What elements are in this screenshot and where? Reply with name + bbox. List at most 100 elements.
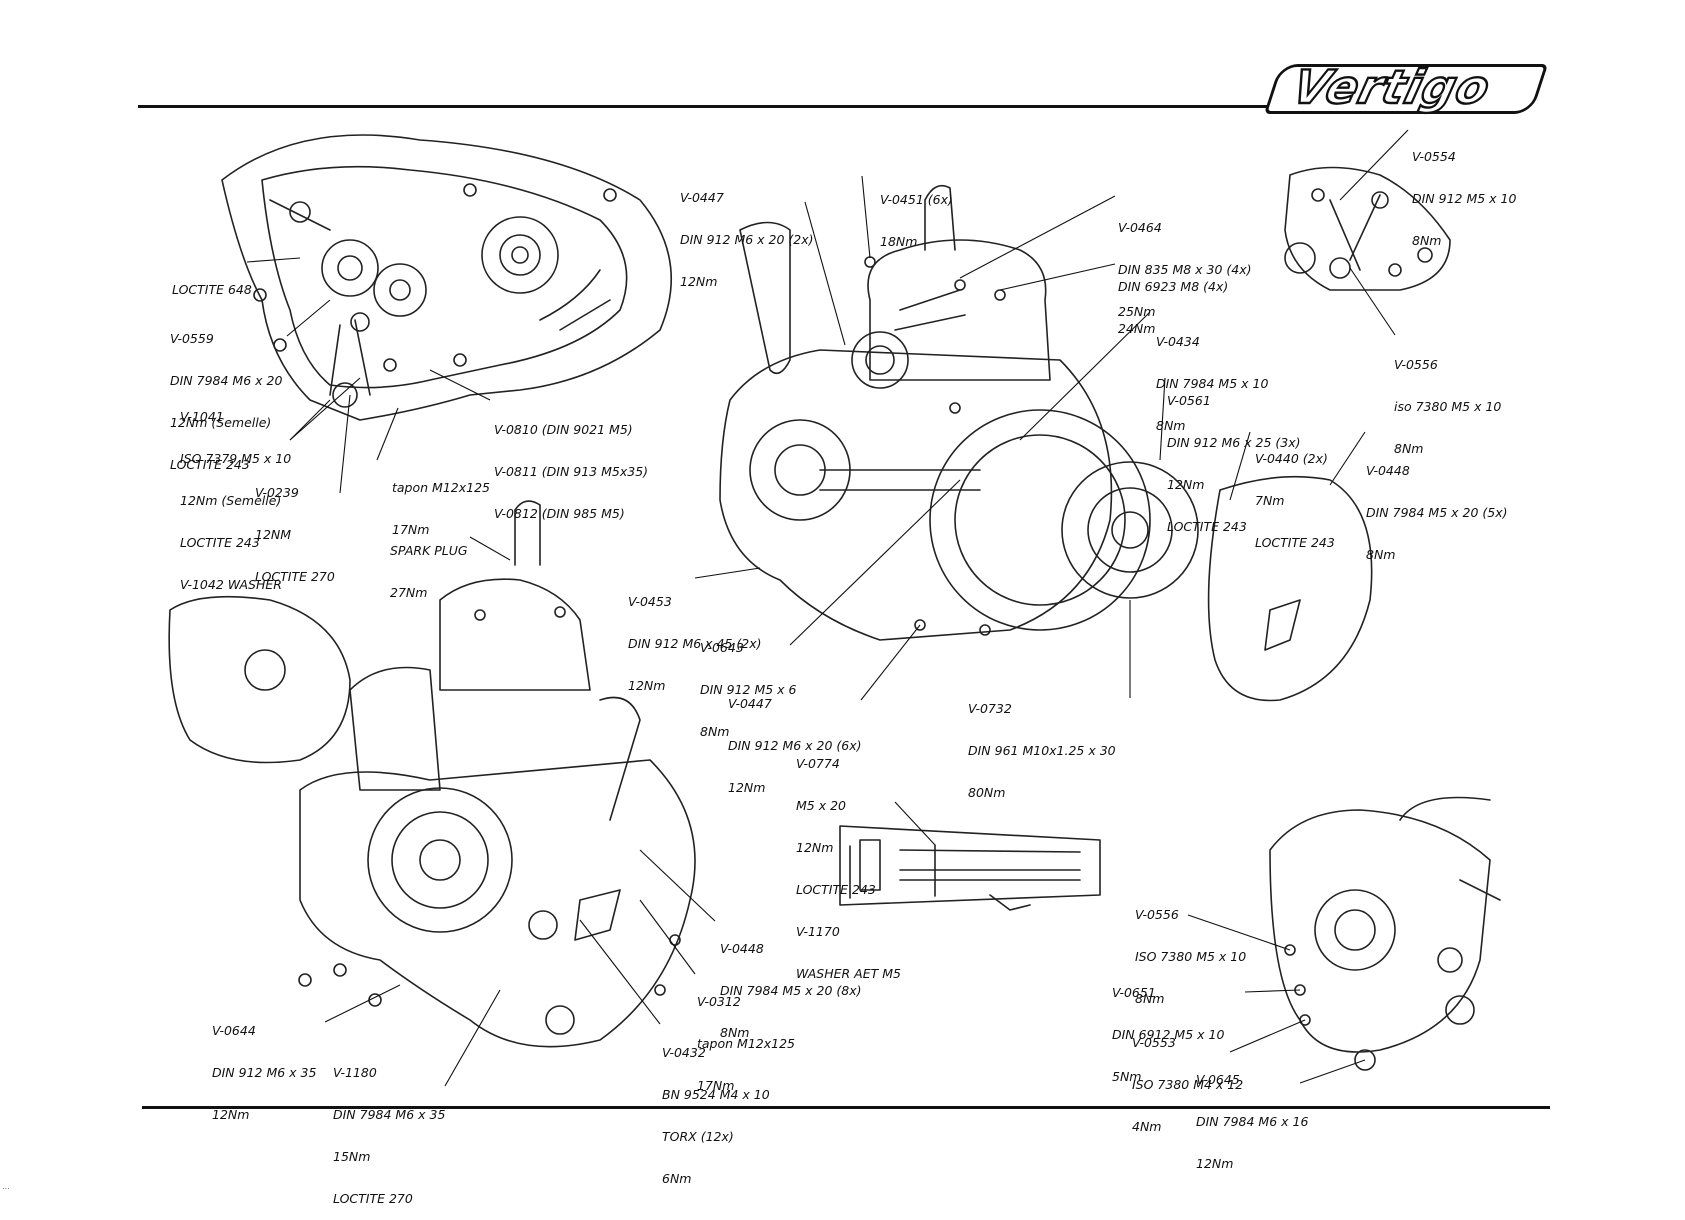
label-v0464: V-0464 DIN 835 M8 x 30 (4x) 25Nm [1118, 193, 1252, 333]
label-line: 8Nm [700, 724, 730, 739]
label-line: 8Nm [720, 1025, 750, 1040]
label-line: 24Nm [1118, 321, 1156, 336]
label-line: V-0651 [1112, 985, 1156, 1000]
label-v0451: V-0451 (6x) 18Nm [880, 165, 953, 263]
label-line: DIN 912 M6 x 35 [212, 1065, 317, 1080]
label-line: iso 7380 M5 x 10 [1394, 399, 1502, 414]
label-v0644: V-0644 DIN 912 M6 x 35 12Nm [212, 996, 316, 1136]
label-v0447-mid: V-0447 DIN 912 M6 x 20 (6x) 12Nm [728, 669, 862, 809]
label-line: 17Nm [392, 522, 430, 537]
label-line: 7Nm [1255, 493, 1285, 508]
label-v0810: V-0810 (DIN 9021 M5) V-0811 (DIN 913 M5x… [494, 395, 648, 535]
section-view-drawing [839, 825, 1101, 911]
label-line: DIN 6912 M5 x 10 [1112, 1027, 1225, 1042]
label-line: 4Nm [1132, 1119, 1162, 1134]
label-v0447-top: V-0447 DIN 912 M6 x 20 (2x) 12Nm [680, 163, 814, 303]
label-line: LOCTITE 243 [796, 882, 876, 897]
label-loctite-648: LOCTITE 648 [172, 255, 252, 311]
label-v0559: V-0559 DIN 7984 M6 x 20 12Nm (Semelle) L… [170, 304, 282, 486]
label-line: DIN 912 M5 x 6 [700, 682, 797, 697]
engine-rear-view-drawing [168, 500, 696, 1048]
label-line: 12Nm (Semelle) [180, 493, 282, 508]
label-line: LOCTITE 243 [180, 535, 260, 550]
label-line: DIN 835 M8 x 30 (4x) [1118, 262, 1252, 277]
label-line: 18Nm [880, 234, 918, 249]
label-line: V-1180 [333, 1065, 377, 1080]
label-v0239: V-0239 12NM LOCTITE 270 [255, 458, 335, 598]
label-line: V-0447 [728, 696, 772, 711]
label-line: V-0645 [1196, 1072, 1240, 1087]
label-line: LOCTITE 648 [172, 282, 252, 297]
label-line: V-0644 [212, 1023, 256, 1038]
label-spark-plug: SPARK PLUG 27Nm [390, 516, 468, 614]
label-line: WASHER AET M5 [796, 966, 901, 981]
label-v0432: V-0432 BN 9524 M4 x 10 TORX (12x) 6Nm [662, 1018, 770, 1200]
label-line: V-0451 (6x) [880, 192, 953, 207]
label-line: DIN 7984 M5 x 20 (8x) [720, 983, 862, 998]
label-v1041: V-1041 ISO 7379 M5 x 10 12Nm (Semelle) L… [180, 382, 291, 606]
assembled-engine-drawing [719, 184, 1373, 702]
label-line: 8Nm [1135, 991, 1165, 1006]
label-line: V-1041 [180, 409, 224, 424]
label-line: DIN 912 M6 x 20 (6x) [728, 738, 862, 753]
label-v0556-bottom: V-0556 ISO 7380 M5 x 10 8Nm [1135, 880, 1246, 1020]
label-line: 17Nm [697, 1078, 735, 1093]
label-v0651: V-0651 DIN 6912 M5 x 10 5Nm [1112, 958, 1224, 1098]
label-line: 27Nm [390, 585, 428, 600]
label-line: V-0554 [1412, 149, 1456, 164]
label-line: 12NM [255, 527, 292, 542]
label-line: V-0453 [628, 594, 672, 609]
label-v0554: V-0554 DIN 912 M5 x 10 8Nm [1412, 122, 1516, 262]
label-line: V-0432 [662, 1045, 706, 1060]
label-line: DIN 961 M10x1.25 x 30 [968, 743, 1116, 758]
label-line: DIN 912 M6 x 20 (2x) [680, 232, 814, 247]
label-line: LOCTITE 243 [1255, 535, 1335, 550]
label-v0732: V-0732 DIN 961 M10x1.25 x 30 80Nm [968, 674, 1116, 814]
footer-rule [142, 1106, 1550, 1109]
label-line: ISO 7379 M5 x 10 [180, 451, 292, 466]
label-line: V-0556 [1394, 357, 1438, 372]
label-v0643: V-0643 DIN 912 M5 x 6 8Nm [700, 613, 797, 753]
label-line: 8Nm [1156, 418, 1186, 433]
label-v0312: V-0312 tapon M12x125 17Nm [697, 967, 795, 1107]
label-line: V-0312 [697, 994, 741, 1009]
label-line: 12Nm [212, 1107, 250, 1122]
small-housing-drawing [1284, 166, 1451, 291]
label-line: 8Nm [1394, 441, 1424, 456]
label-line: DIN 6923 M8 (4x) [1118, 279, 1229, 294]
label-line: DIN 912 M5 x 10 [1412, 191, 1517, 206]
label-line: DIN 912 M6 x 25 (3x) [1167, 435, 1301, 450]
label-line: 15Nm [333, 1149, 371, 1164]
label-line: V-0643 [700, 640, 744, 655]
label-v0556-top: V-0556 iso 7380 M5 x 10 8Nm [1394, 330, 1501, 470]
label-v1180: V-1180 DIN 7984 M6 x 35 15Nm LOCTITE 270 [333, 1038, 445, 1220]
label-line: LOCTITE 243 [1167, 519, 1247, 534]
label-line: V-0448 [1366, 463, 1410, 478]
label-line: 12Nm (Semelle) [170, 415, 272, 430]
label-line: LOCTITE 270 [255, 569, 335, 584]
label-line: V-0239 [255, 485, 299, 500]
label-line: 12Nm [796, 840, 834, 855]
label-line: DIN 7984 M6 x 20 [170, 373, 283, 388]
label-line: V-0559 [170, 331, 214, 346]
label-line: V-0811 (DIN 913 M5x35) [494, 464, 649, 479]
label-line: TORX (12x) [662, 1129, 734, 1144]
label-line: V-0448 [720, 941, 764, 956]
crankcase-interior-drawing [221, 134, 673, 421]
label-line: 12Nm [1196, 1156, 1234, 1171]
label-line: ISO 7380 M4 x 12 [1132, 1077, 1244, 1092]
label-line: V-1170 [796, 924, 840, 939]
label-line: V-0732 [968, 701, 1012, 716]
label-line: V-0434 [1156, 334, 1200, 349]
label-line: 12Nm [1167, 477, 1205, 492]
label-line: SPARK PLUG [390, 543, 468, 558]
label-v0553: V-0553 ISO 7380 M4 x 12 4Nm [1132, 1008, 1243, 1148]
label-line: V-0440 (2x) [1255, 451, 1328, 466]
label-din6923: DIN 6923 M8 (4x) 24Nm [1118, 252, 1228, 350]
label-line: LOCTITE 243 [170, 457, 250, 472]
label-line: 25Nm [1118, 304, 1156, 319]
label-tapon-top: tapon M12x125 17Nm [392, 453, 490, 551]
label-line: 12Nm [728, 780, 766, 795]
label-line: tapon M12x125 [697, 1036, 795, 1051]
label-line: 12Nm [628, 678, 666, 693]
